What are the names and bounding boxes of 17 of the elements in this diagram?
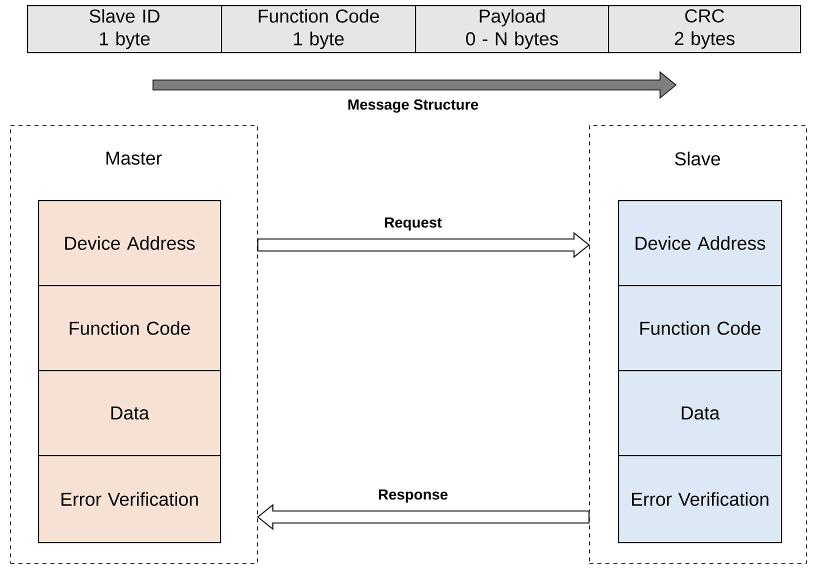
message-field-box: Function Code <box>38 285 222 372</box>
message-field-box: Error Verification <box>618 455 782 544</box>
block-arrow <box>256 504 590 530</box>
field-box: CRC 2 bytes <box>608 5 802 54</box>
field-box: Slave ID 1 byte <box>27 5 222 54</box>
edge-label: Response <box>376 488 450 504</box>
caption-text: Message Structure <box>348 99 478 113</box>
message-field-box: Device Address <box>38 200 222 286</box>
message-field-box: Data <box>38 370 222 456</box>
message-field-box: Data <box>618 370 782 456</box>
message-field-box: Device Address <box>618 200 782 286</box>
message-field-box: Error Verification <box>38 455 222 544</box>
block-arrow <box>257 232 590 258</box>
message-field-box: Function Code <box>618 285 782 372</box>
field-box: Function Code 1 byte <box>221 5 416 54</box>
edge-label: Request <box>382 216 444 232</box>
field-box: Payload 0 - N bytes <box>415 5 610 54</box>
